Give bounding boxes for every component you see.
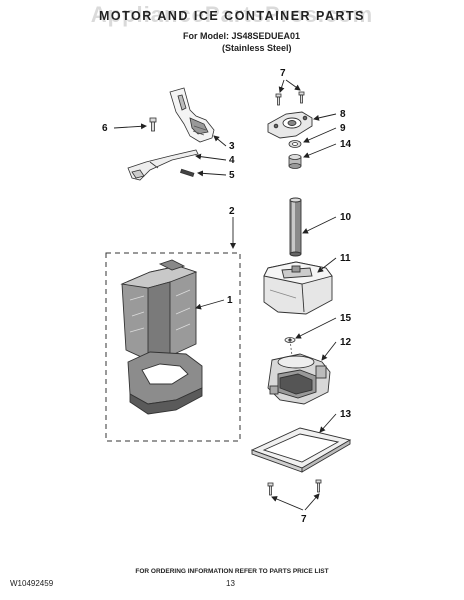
callout-2: 2	[229, 206, 235, 217]
auger-shaft-part	[289, 197, 302, 257]
model-line: For Model: JS48SEDUEA01	[183, 31, 301, 41]
callout-15: 15	[340, 313, 352, 324]
callout-11: 11	[340, 253, 351, 264]
lever-part	[127, 149, 199, 181]
diagram-title: MOTOR AND ICE CONTAINER PARTS	[99, 9, 365, 23]
callout-7-top: 7	[280, 68, 286, 79]
gasket-part	[250, 427, 352, 473]
callout-5: 5	[229, 170, 235, 181]
callout-4: 4	[229, 155, 235, 166]
callout-3: 3	[229, 141, 235, 152]
pin-part	[180, 168, 195, 178]
motor-cover-part	[263, 261, 333, 315]
bushing-part	[288, 154, 302, 169]
callout-labels: 7 8 9 14 6 3 4 5 2 10 11 1 15 12 13 7	[102, 68, 352, 525]
callout-1: 1	[227, 295, 233, 306]
mounting-screws-bottom	[267, 479, 322, 496]
screw-part	[149, 117, 157, 132]
ice-container-assembly-box	[105, 252, 241, 442]
page-number: 13	[226, 579, 235, 588]
callout-14: 14	[340, 139, 352, 150]
callout-12: 12	[340, 337, 352, 348]
callout-leaders	[113, 79, 337, 511]
callout-6: 6	[102, 123, 108, 134]
ordering-note: FOR ORDERING INFORMATION REFER TO PARTS …	[135, 568, 329, 575]
document-number: W10492459	[10, 579, 54, 588]
callout-9: 9	[340, 123, 346, 134]
motor-mount-plate	[267, 111, 313, 139]
callout-8: 8	[340, 109, 346, 120]
variant-line: (Stainless Steel)	[222, 43, 292, 53]
bracket-part	[169, 87, 215, 143]
mounting-screws-top	[275, 91, 305, 106]
washer-part	[288, 140, 302, 148]
callout-10: 10	[340, 212, 352, 223]
callout-13: 13	[340, 409, 352, 420]
callout-7-bottom: 7	[301, 514, 307, 525]
auger-motor-part	[267, 339, 331, 405]
ice-container-part	[120, 259, 203, 415]
